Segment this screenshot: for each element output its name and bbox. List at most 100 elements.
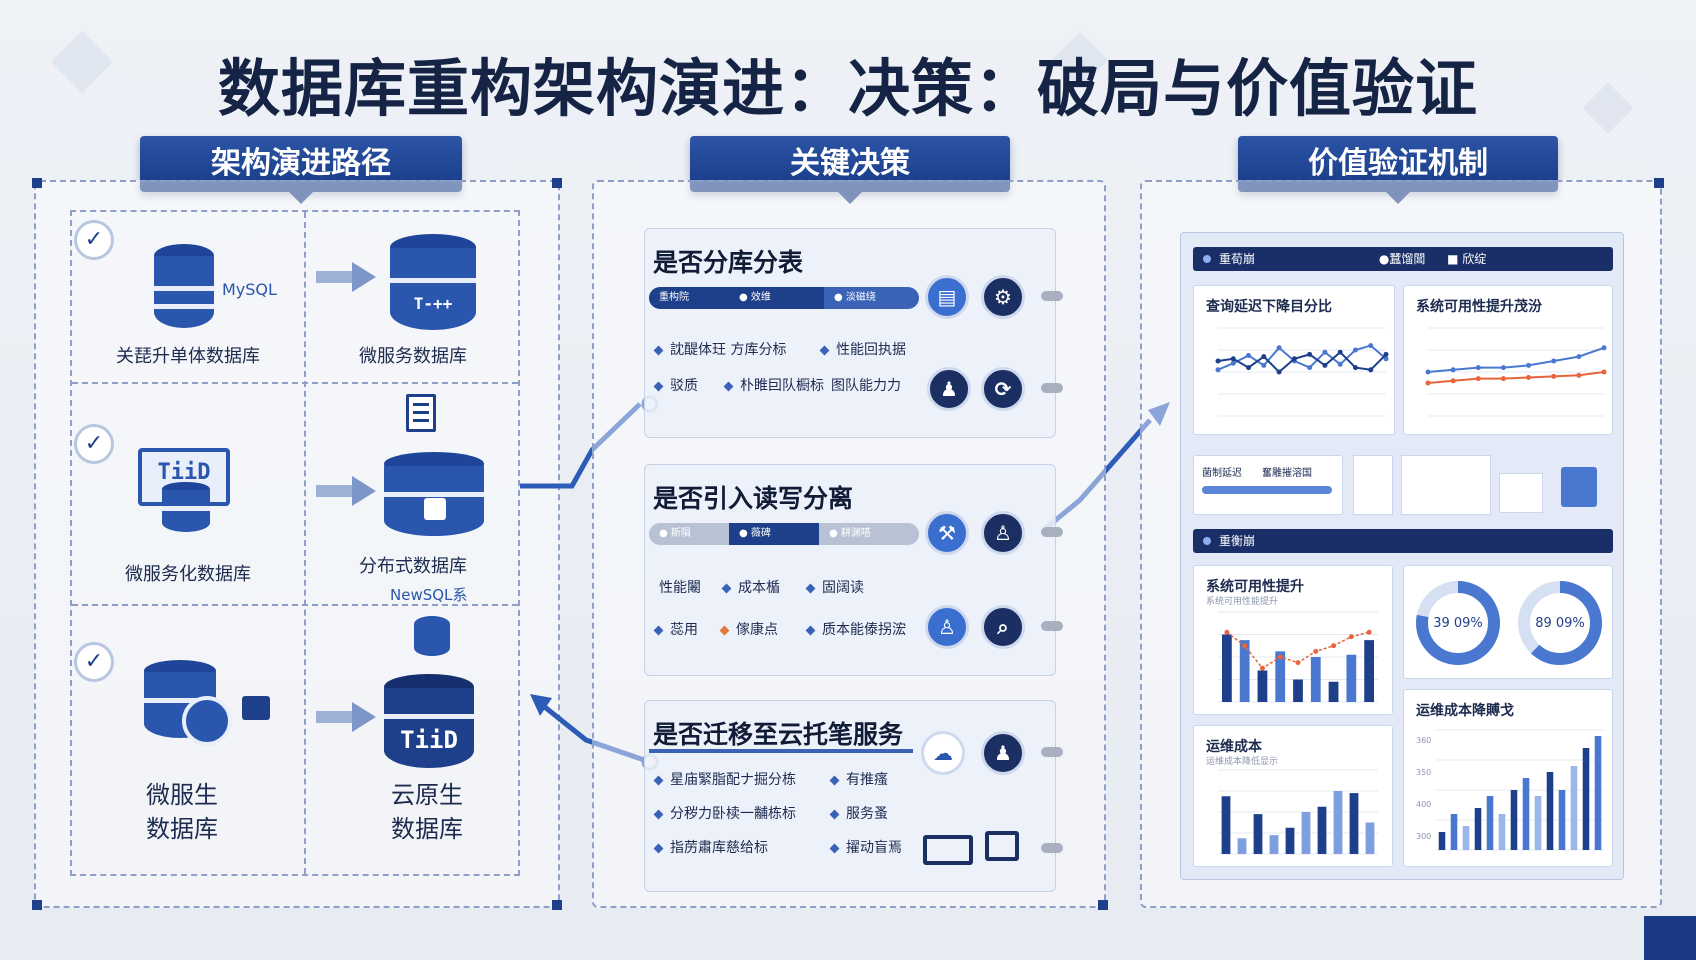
data-point [1383,351,1389,357]
decision-bullet: 星庙緊脂配ナ掘分栋 [653,769,796,789]
bar [1239,640,1250,702]
data-point [1601,369,1607,375]
data-point [1576,354,1582,360]
bar [1317,806,1327,854]
toggle-knob[interactable] [1041,383,1063,393]
data-point [1576,372,1582,378]
person-icon[interactable]: ♙ [925,605,969,649]
ring-value: 39 09% [1433,616,1483,631]
bar [1582,748,1590,850]
cloud-gear-icon [182,696,232,746]
data-point [1450,378,1456,384]
search-icon[interactable]: ⌕ [981,605,1025,649]
db-label: 云原生 数据库 [391,781,463,843]
bar [1237,838,1247,854]
decision-card: 是否分库分表 重构院 ● 效维 ● 淡磁绕 訦醍体玨 方库分标 性能回执据 驳质… [644,228,1063,438]
bar [1364,640,1374,702]
toggle-knob[interactable] [1041,843,1063,853]
chart-title: 系统可用性提升 [1206,579,1304,595]
dashboard-header: 重衡崩 [1193,529,1613,553]
profile-icon[interactable]: ♟ [981,731,1025,775]
data-point [1425,369,1431,375]
data-point [1276,345,1282,351]
data-point [1276,369,1282,375]
latency-chart-card: 查询延迟下降目分比 [1193,285,1395,435]
data-point [1475,376,1481,382]
chart-title: 运维成本 [1206,739,1262,755]
bar [1438,832,1446,850]
data-point [1261,362,1267,368]
trend-point [1366,629,1372,635]
data-point [1500,365,1506,371]
title-underline [649,749,913,753]
availability-bar-chart [1218,611,1378,703]
grid-divider [304,212,306,874]
bar [1558,790,1566,850]
data-point [1601,345,1607,351]
data-point [1215,358,1221,364]
bar [1349,793,1359,854]
decision-bullet: 性能闂 [659,580,701,596]
trend-point [1259,665,1265,671]
axis-tick: 400 [1416,800,1432,809]
toggle-knob[interactable] [1041,747,1063,757]
settings-icon[interactable]: ⚙ [981,275,1025,319]
check-icon: ✓ [74,642,114,682]
toggle-knob[interactable] [1041,291,1063,301]
decision-bullet: 分秽力卧椟一黼栋标 [653,803,796,823]
database-body [384,688,474,768]
availability-bar-card: 系统可用性提升 系统可用性能提升 [1193,565,1393,715]
header-tag: ●蠶馏閶 [1378,252,1426,266]
data-point [1246,365,1252,371]
ribbon-architecture-path: 架构演进路径 [140,136,462,204]
bar [1301,812,1311,854]
bar [1310,657,1321,702]
arrow-right-icon [316,702,376,732]
data-point [1551,373,1557,379]
toggle-knob[interactable] [1041,621,1063,631]
pill: 重构院 [649,287,729,309]
user-icon[interactable]: ♟ [927,367,971,411]
person-icon[interactable]: ♙ [981,511,1025,555]
ring-charts [1416,581,1602,665]
server-icon [242,696,270,720]
panel-corner [552,178,562,188]
axis-tick: 360 [1416,736,1432,745]
toggle-knob[interactable] [1041,527,1063,537]
data-point [1215,367,1221,373]
arrow-right-icon [316,476,376,506]
sync-icon[interactable]: ⟳ [981,367,1025,411]
metric-bar [1202,486,1332,494]
metric-tile [1499,473,1543,513]
database-band [162,506,210,511]
decision-bullet: 图队能力力 [831,378,901,394]
chart-title: 系统可用性提升茂汾 [1416,299,1542,315]
data-point [1261,354,1267,360]
bar [1594,736,1602,850]
series-line [1427,346,1605,373]
data-point [1368,367,1374,373]
monitor-icon[interactable] [985,831,1019,861]
trend-point [1313,648,1319,654]
database-icon [162,482,210,532]
board-icon[interactable] [923,835,973,865]
panel-corner [32,900,42,910]
decision-bullet: 擢动盲焉 [829,837,902,857]
data-point [1307,365,1313,371]
database-band [384,714,474,719]
data-point [1475,365,1481,371]
bar [1534,796,1542,850]
ops-cost-bar-chart [1218,769,1378,855]
decision-pills: 重构院 ● 效维 ● 淡磁绕 [649,287,919,309]
panel-corner [32,178,42,188]
report-icon[interactable]: ▤ [925,275,969,319]
tool-icon[interactable]: ⚒ [925,511,969,555]
pill: ● 淡磁绕 [824,287,919,309]
ring-arc [1518,581,1602,665]
trend-point [1348,634,1354,640]
cloud-icon[interactable]: ☁ [921,731,965,775]
ring-arc [1416,581,1500,665]
db-label: 微服务化数据库 [125,564,251,585]
database-band [390,278,476,283]
trend-point [1224,629,1230,635]
